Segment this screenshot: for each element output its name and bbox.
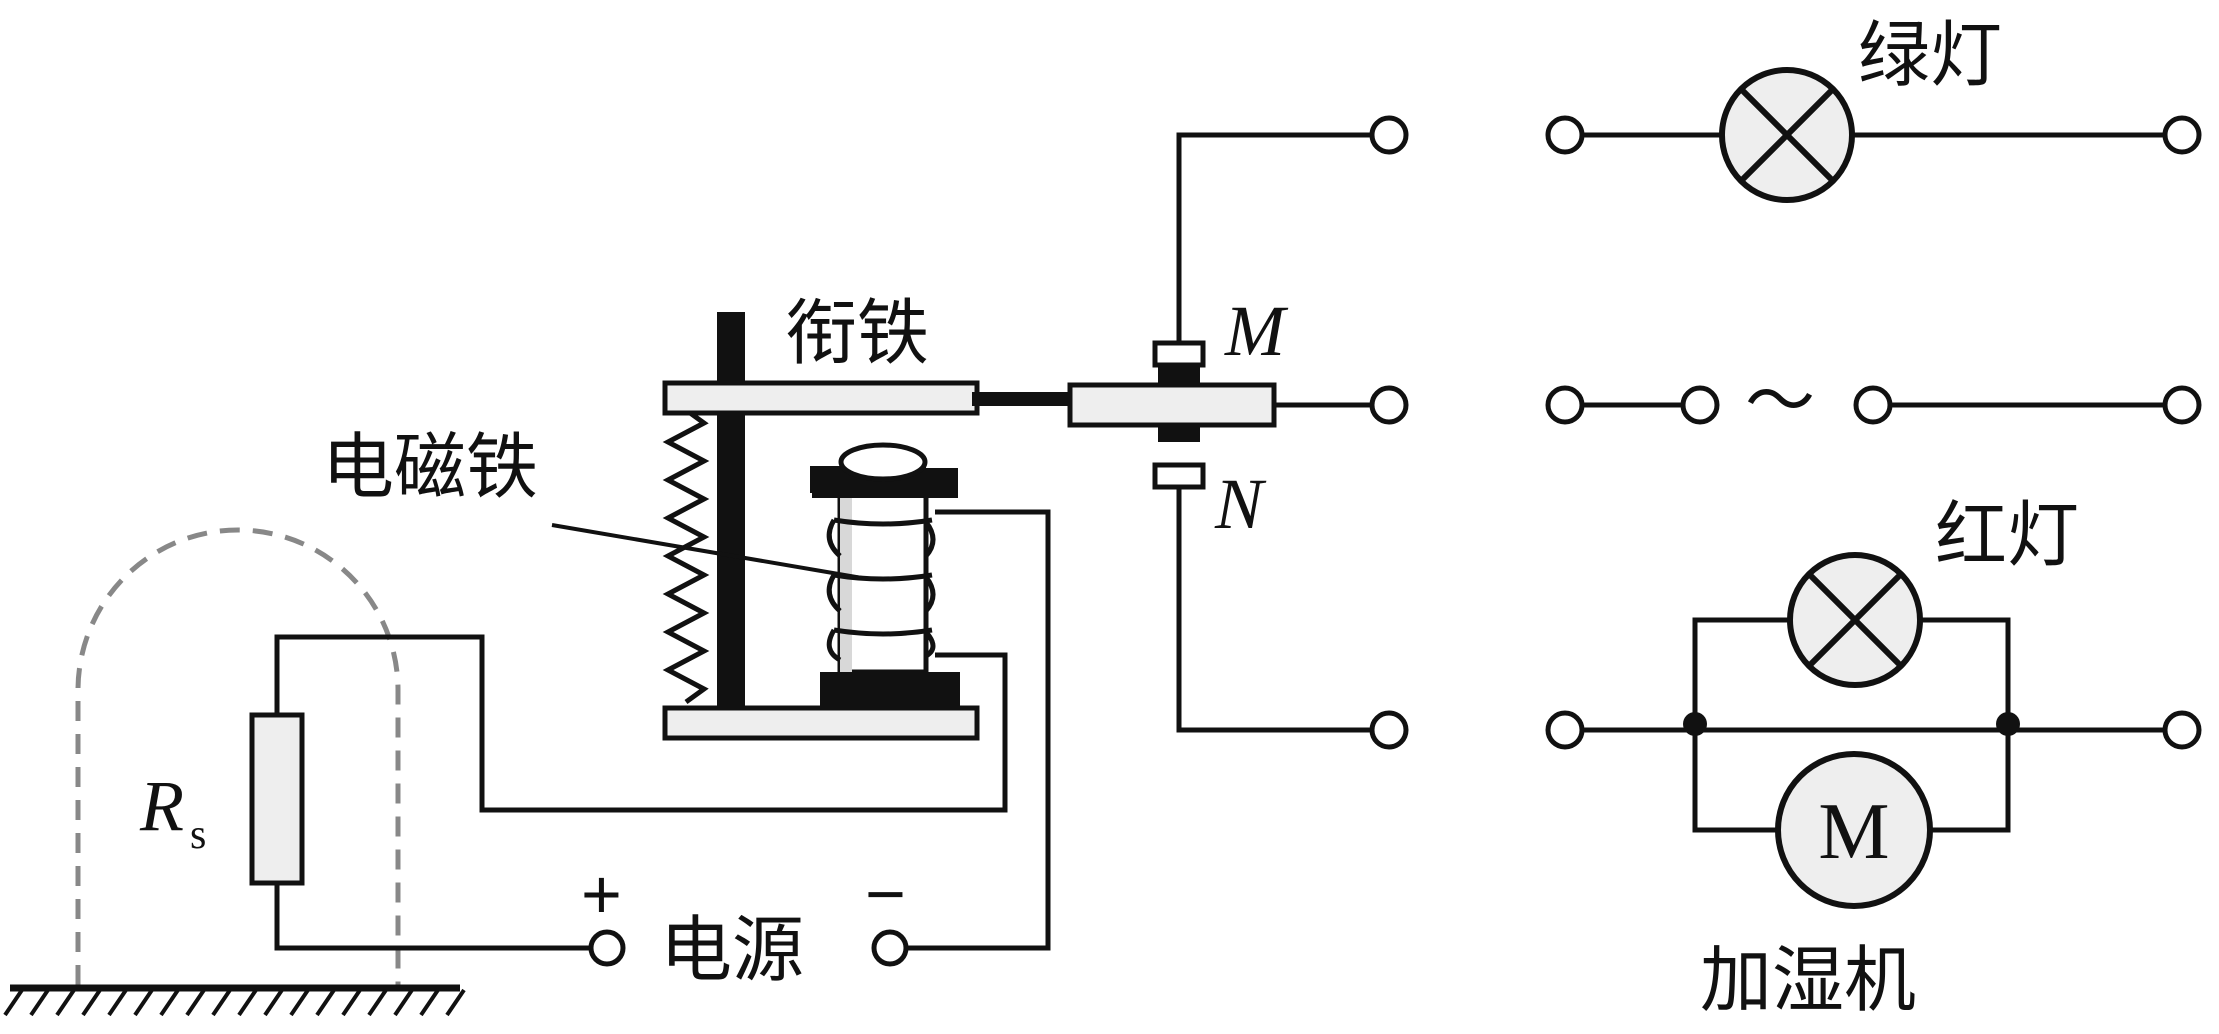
terminal-middle <box>1369 385 1409 425</box>
armature-label: 衔铁 <box>785 291 929 375</box>
contact-n-pad <box>1158 425 1200 442</box>
ground-symbol <box>3 984 466 1017</box>
moving-contact-bar <box>1067 382 1277 428</box>
red-lamp-label: 红灯 <box>1935 493 2079 577</box>
motor-wire-left <box>1692 730 1778 833</box>
red-lamp-wire-right <box>1920 617 2011 724</box>
power-terminal-negative <box>871 929 909 967</box>
contact-m-label: M <box>1224 291 1289 371</box>
green-lamp <box>1719 67 1855 203</box>
ac-terminal-2 <box>1680 385 1720 425</box>
relay-pillar <box>717 312 745 708</box>
spring <box>662 407 710 705</box>
sensor-resistor <box>249 712 305 886</box>
relay-base <box>662 705 980 741</box>
ac-terminal-4 <box>2162 385 2202 425</box>
humidifier-label: 加湿机 <box>1700 938 1916 1022</box>
contact-n-label: N <box>1214 464 1267 544</box>
motor-symbol: M <box>1818 788 1889 876</box>
resistor-label: R <box>139 766 184 846</box>
terminal-upper <box>1369 115 1409 155</box>
contact-m-pad <box>1158 365 1200 385</box>
power-source-label: 电源 <box>660 908 804 992</box>
motor-wire-right <box>1930 730 2011 833</box>
green-lamp-terminal-right <box>2162 115 2202 155</box>
electromagnet <box>810 442 960 708</box>
ac-terminal-3 <box>1853 385 1893 425</box>
wire-to-lower-terminal <box>1176 487 1372 733</box>
green-lamp-label: 绿灯 <box>1858 13 2002 97</box>
power-terminal-positive <box>588 929 626 967</box>
electromagnet-leader-line <box>551 523 863 580</box>
wire-to-upper-terminal <box>1176 132 1372 343</box>
wire-rs-bottom <box>274 883 590 951</box>
dashed-enclosure <box>75 527 401 985</box>
plus-sign: + <box>581 855 622 933</box>
wire-power-negative <box>903 509 1051 951</box>
armature-rod <box>972 392 1072 406</box>
minus-sign: − <box>865 855 906 933</box>
parallel-terminal-right <box>2162 710 2202 750</box>
parallel-terminal-left <box>1545 710 1585 750</box>
contact-n-block <box>1152 462 1206 490</box>
ac-terminal-1 <box>1545 385 1585 425</box>
red-lamp <box>1787 552 1923 688</box>
contact-m-block <box>1152 340 1206 368</box>
red-lamp-wire-left <box>1692 617 1790 724</box>
electromagnet-label: 电磁铁 <box>322 425 538 509</box>
resistor-subscript: s <box>190 812 206 858</box>
green-lamp-terminal-left <box>1545 115 1585 155</box>
ac-symbol: ～ <box>1745 362 1815 440</box>
wire-rs-top <box>274 634 1008 813</box>
humidifier-motor: M <box>1775 751 1933 909</box>
terminal-lower <box>1369 710 1409 750</box>
armature-bar <box>662 380 980 416</box>
